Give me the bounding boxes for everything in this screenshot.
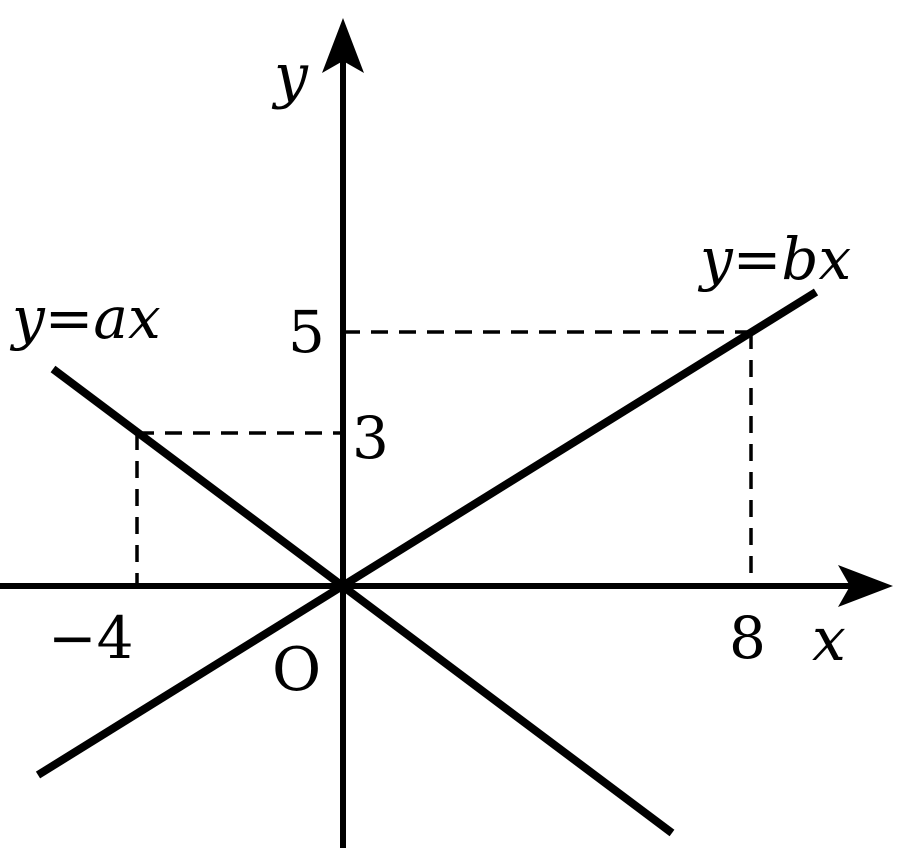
tick-label-x-neg: −4 — [48, 604, 134, 672]
y-axis-arrow — [322, 18, 364, 73]
line-ax — [50, 365, 675, 837]
tick-label-x-pos: 8 — [729, 604, 766, 672]
line-bx-label: y=bx — [697, 225, 851, 293]
x-axis-label: x — [812, 605, 846, 675]
tick-label-y-high: 5 — [288, 298, 325, 366]
origin-label: O — [272, 635, 321, 705]
line-ax-label: y=ax — [9, 284, 161, 352]
y-axis-label: y — [271, 41, 309, 111]
x-axis-arrow — [838, 565, 893, 607]
tick-label-y-low: 3 — [352, 404, 389, 472]
line-bx — [35, 288, 819, 779]
